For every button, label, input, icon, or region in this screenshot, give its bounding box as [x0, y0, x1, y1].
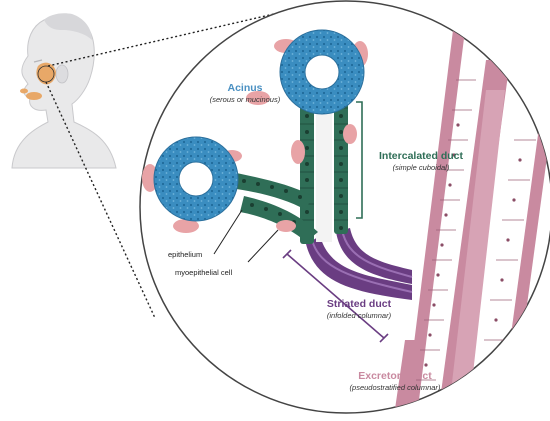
striated-title: Striated duct [326, 298, 392, 310]
myoepithelial-pointer [247, 229, 279, 263]
zoom-connector-bottom [45, 81, 156, 319]
intercalated-title: Intercalated duct [378, 150, 464, 162]
submandibular-gland [26, 92, 42, 100]
excretory-lower [394, 340, 425, 413]
striated-duct [306, 228, 413, 300]
excretory-cell-lines [416, 79, 536, 381]
acinus-label: Acinus (serous or mucinous) [180, 82, 310, 105]
striated-bracket-cap-b [379, 333, 389, 343]
excretory-subtitle: (pseudostratified columnar) [349, 383, 441, 392]
intercalated-bracket [356, 101, 363, 219]
epithelium-label: epithelium [168, 250, 203, 259]
striated-label: Striated duct (infolded columnar) [304, 298, 414, 321]
acinus-subtitle: (serous or mucinous) [209, 95, 281, 104]
myoepithelial-label: myoepithelial cell [175, 268, 233, 277]
excretory-label: Excretory duct (pseudostratified columna… [330, 370, 460, 393]
excretory-title: Excretory duct [358, 370, 432, 382]
acinus-lower [153, 136, 239, 222]
acinus-upper [279, 29, 365, 115]
zoom-connector-top [47, 4, 314, 67]
intercalated-duct-horizontal [230, 172, 318, 242]
head-silhouette [11, 13, 117, 169]
epithelium-pointer [213, 209, 243, 255]
striated-bracket-cap-a [282, 249, 292, 259]
striated-subtitle: (infolded columnar) [326, 311, 392, 320]
sublingual-gland [20, 88, 28, 94]
intercalated-label: Intercalated duct (simple cuboidal) [366, 150, 476, 173]
intercalated-subtitle: (simple cuboidal) [392, 163, 450, 172]
striated-bracket [286, 253, 385, 339]
acinus-title: Acinus [227, 82, 263, 94]
